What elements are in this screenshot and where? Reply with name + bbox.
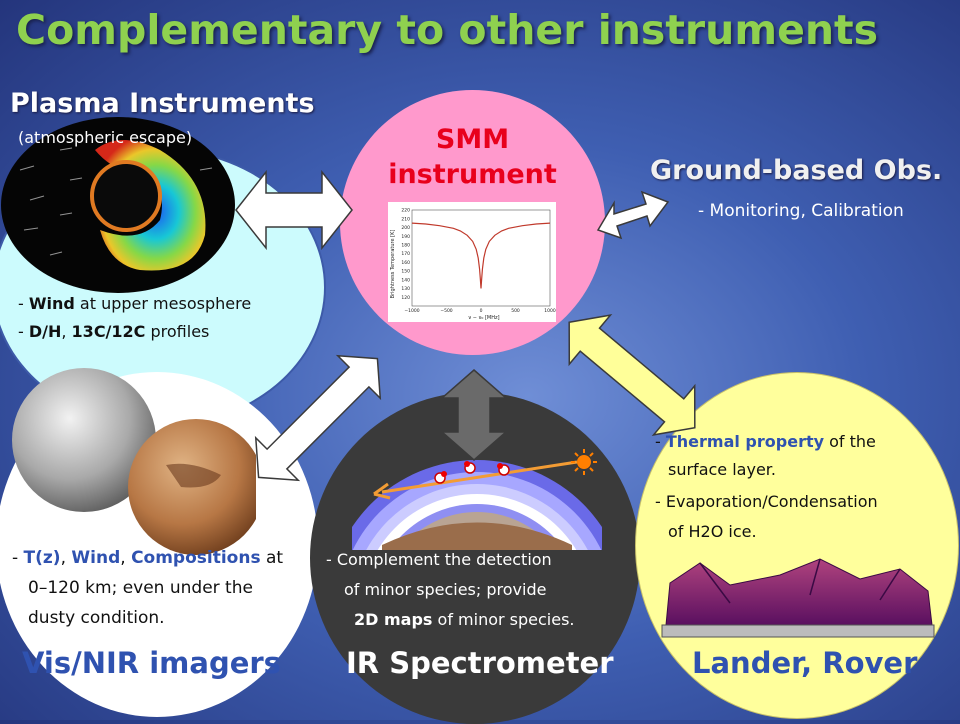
y-tick-label: 120 — [401, 295, 410, 301]
y-tick-label: 210 — [401, 216, 410, 222]
lander-bullet-line3: - Evaporation/Condensation — [655, 492, 878, 511]
vis-nir-imagers-title: Vis/NIR imagers — [22, 646, 281, 680]
y-tick-label: 170 — [401, 251, 410, 257]
plasma-bullet-isotopes: - D/H, 13C/12C profiles — [18, 322, 210, 341]
double-arrow-icon — [568, 314, 696, 436]
x-tick-label: −1000 — [404, 308, 419, 314]
lander-bullet-line1: - Thermal property of the — [655, 432, 876, 451]
lander-rover-circle — [635, 372, 959, 719]
vis-bullet-line1: - T(z), Wind, Compositions at — [12, 548, 284, 568]
y-tick-label: 130 — [401, 286, 410, 292]
y-tick-label: 140 — [401, 277, 410, 283]
ground-based-subtitle: - Monitoring, Calibration — [698, 201, 904, 221]
mountain-terrain-icon — [661, 558, 935, 638]
smm-spectrum-chart: 120 130 140 150 160 170 180 190 200 210 220 −1000 −5… — [388, 202, 556, 322]
x-tick-label: −500 — [440, 308, 452, 314]
ir-bullet-line1: - Complement the detection — [326, 550, 552, 569]
y-tick-label: 220 — [401, 208, 410, 214]
mars-globe-icon — [12, 368, 256, 555]
chart-xlabel: ν − ν₀ [MHz] — [468, 315, 499, 321]
spectrum-line — [411, 222, 551, 289]
x-tick-label: 0 — [480, 308, 483, 314]
molecule-icon — [434, 461, 510, 484]
double-arrow-icon — [440, 369, 508, 461]
ir-bullet-line3: 2D maps of minor species. — [354, 610, 575, 629]
x-tick-label: 500 — [511, 308, 520, 314]
chart-ylabel: Brightness Temperature [K] — [390, 230, 396, 299]
ir-bullet-line2: of minor species; provide — [344, 580, 547, 599]
vis-bullet-line3: dusty condition. — [28, 608, 165, 628]
smm-instrument-title: SMM instrument — [388, 124, 557, 190]
plasma-instruments-title: Plasma Instruments — [10, 88, 315, 119]
lander-rover-title: Lander, Rover — [692, 646, 918, 680]
ir-limb-picture — [352, 449, 602, 550]
y-tick-label: 180 — [401, 243, 410, 249]
plasma-bullet-wind: - Wind at upper mesosphere — [18, 294, 252, 313]
y-tick-label: 160 — [401, 260, 410, 266]
page-title: Complementary to other instruments — [16, 6, 879, 54]
y-tick-label: 150 — [401, 269, 410, 275]
ir-spectrometer-title: IR Spectrometer — [346, 646, 614, 680]
y-tick-label: 200 — [401, 225, 410, 231]
plasma-instruments-subtitle: (atmospheric escape) — [18, 128, 193, 147]
double-arrow-icon — [254, 354, 382, 482]
sun-icon — [571, 449, 597, 475]
vis-bullet-line2: 0–120 km; even under the — [28, 578, 253, 598]
chart-background — [388, 202, 556, 322]
chart-frame — [411, 209, 551, 307]
double-arrow-icon — [596, 190, 670, 240]
ground-based-title: Ground-based Obs. — [650, 155, 943, 186]
y-tick-label: 190 — [401, 234, 410, 240]
x-tick-label: 1000 — [544, 308, 556, 314]
lander-bullet-line4: of H2O ice. — [668, 522, 757, 541]
plasma-map-icon — [1, 117, 235, 293]
lander-bullet-line2: surface layer. — [668, 460, 776, 479]
double-arrow-icon — [235, 169, 353, 251]
